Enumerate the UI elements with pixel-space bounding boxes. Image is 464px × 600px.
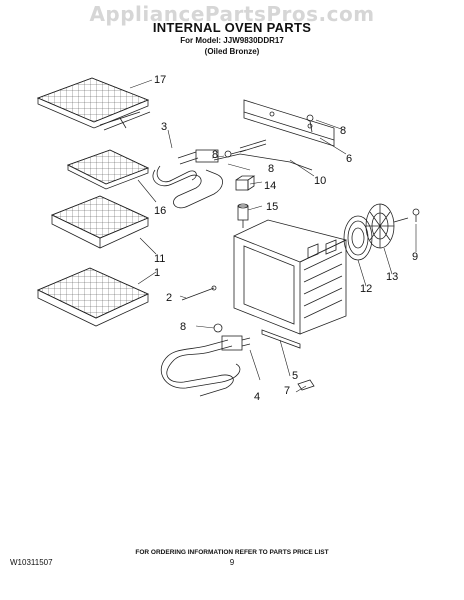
- bushing-part-15: [237, 203, 249, 228]
- fan-cover-part-12: [343, 215, 373, 261]
- callout-13: 13: [386, 271, 398, 283]
- bracket-part-5: [261, 329, 301, 349]
- callout-8-d: 8: [180, 321, 186, 333]
- callout-5: 5: [292, 370, 298, 382]
- page-title: INTERNAL OVEN PARTS: [152, 20, 312, 35]
- document-id: W10311507: [10, 558, 53, 567]
- watermark: AppliancePartsPros.com: [89, 2, 375, 26]
- callout-3: 3: [161, 121, 167, 133]
- wire-part-10: [213, 153, 313, 171]
- callout-11: 11: [154, 253, 165, 265]
- callout-8-a: 8: [212, 149, 218, 161]
- screw-part-9: [412, 208, 420, 222]
- callout-4: 4: [254, 391, 260, 403]
- model-line: For Model: JJW9830DDR17: [180, 36, 284, 45]
- clip-part-7: [297, 379, 315, 391]
- callout-14: 14: [264, 180, 276, 192]
- oven-rack-part-11: [51, 195, 149, 249]
- callout-17: 17: [154, 74, 166, 86]
- callout-15: 15: [266, 201, 278, 213]
- callout-10: 10: [314, 175, 326, 187]
- callout-6: 6: [346, 153, 352, 165]
- callout-7: 7: [284, 385, 290, 397]
- callout-1: 1: [154, 267, 160, 279]
- callout-8-c: 8: [340, 125, 346, 137]
- screw-part-8-b: [306, 114, 314, 133]
- bracket-part-6: [243, 99, 335, 147]
- screw-part-8-c: [239, 139, 267, 153]
- broil-element-part-3: [152, 149, 223, 209]
- callout-8-b: 8: [268, 163, 274, 175]
- bake-element-part-4: [160, 335, 251, 397]
- page-number: 9: [229, 558, 235, 567]
- callout-16: 16: [154, 205, 166, 217]
- oven-cavity: [233, 219, 348, 335]
- callout-9: 9: [412, 251, 418, 263]
- oven-rack-part-17: [36, 77, 151, 131]
- callout-12: 12: [360, 283, 372, 295]
- callout-labels: 17 3 16 11 1 2 8 4 5 7 8 8 8 6 10 14 15 …: [154, 74, 418, 403]
- convection-fan-part-13: [365, 203, 409, 249]
- nut-part-8-d: [213, 323, 223, 333]
- callout-leaders: [129, 79, 417, 393]
- rod-part-2: [181, 285, 217, 301]
- callout-2: 2: [166, 292, 172, 304]
- oven-rack-part-1: [37, 267, 149, 327]
- sensor-part-14: [235, 175, 256, 191]
- finish-line: (Oiled Bronze): [204, 47, 260, 56]
- oven-rack-part-16: [66, 149, 150, 190]
- ordering-note: FOR ORDERING INFORMATION REFER TO PARTS …: [135, 549, 329, 556]
